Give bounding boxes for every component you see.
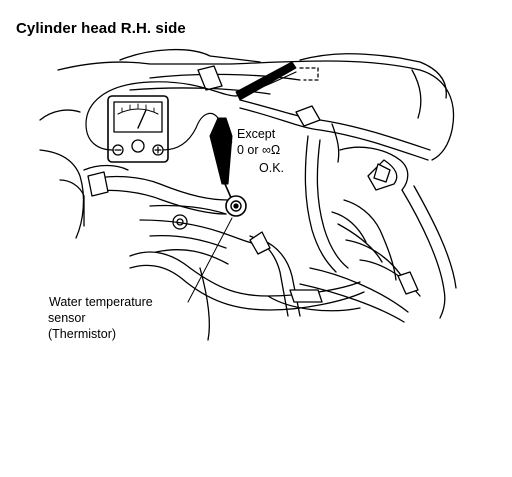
probe-icon	[209, 61, 297, 201]
sensor-label-line3: (Thermistor)	[48, 327, 117, 341]
callout-bracket	[299, 67, 319, 81]
callout-ok: O.K.	[258, 160, 286, 176]
ok-leader-line	[221, 141, 233, 157]
sensor-leader-line	[187, 217, 233, 303]
sensor-label-line1: Water temperature	[48, 294, 154, 310]
middle-hoses	[139, 204, 257, 265]
engine-body-left	[39, 109, 229, 239]
right-hoses	[299, 123, 457, 323]
lower-hoses	[129, 231, 365, 341]
upper-hoses	[197, 65, 431, 161]
callout-resistance-range: 0 or ∞Ω	[236, 142, 282, 158]
thermistor-icon	[225, 195, 247, 217]
diagram-title: Cylinder head R.H. side	[16, 20, 186, 37]
ohmmeter-icon	[107, 95, 169, 163]
callout-except: Except	[236, 126, 277, 142]
sensor-label-line2: sensor	[48, 311, 86, 325]
